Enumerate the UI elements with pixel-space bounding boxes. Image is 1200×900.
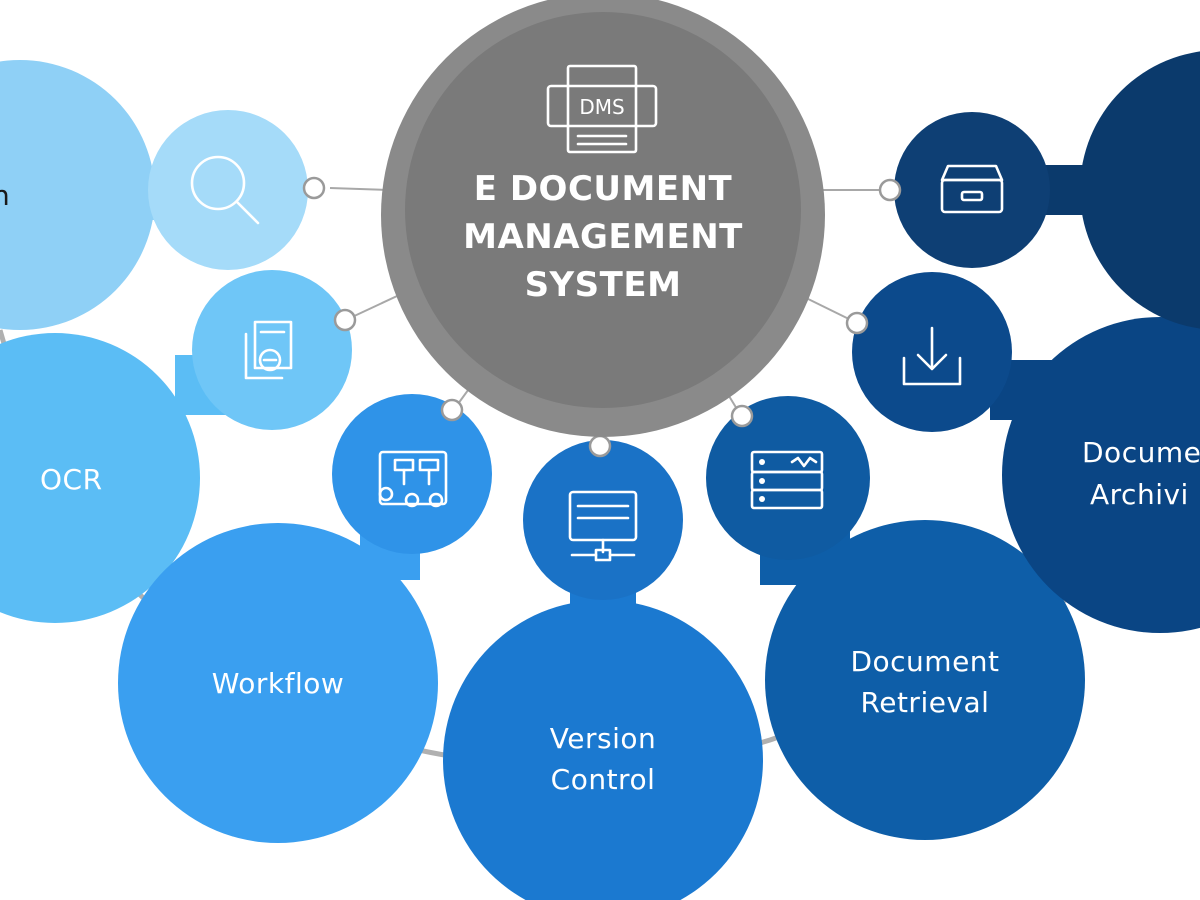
- node-version-control: Version Control: [443, 434, 763, 900]
- hub-title-line2: MANAGEMENT: [463, 217, 743, 257]
- database-icon: [750, 450, 824, 510]
- version-control-icon-bubble: [523, 440, 683, 600]
- search-main-bubble: [0, 60, 155, 330]
- workflow-main-bubble: [118, 523, 438, 843]
- ocr-main-bubble: [0, 333, 200, 623]
- search-icon: [190, 155, 260, 225]
- node-search: h: [0, 60, 326, 330]
- document-retrieval-label-line2: Retrieval: [861, 686, 990, 719]
- node-workflow: Workflow: [118, 394, 492, 843]
- node-ocr: OCR: [0, 270, 357, 623]
- workflow-icon-bubble: [332, 394, 492, 554]
- ocr-document-icon: [244, 320, 293, 380]
- dms-document-icon: DMS: [546, 64, 658, 154]
- download-icon: [902, 326, 962, 386]
- document-archiving-label-line1: Docume: [1082, 436, 1200, 469]
- workflow-label: Workflow: [212, 667, 345, 700]
- hub-inner-circle: [405, 12, 801, 408]
- document-retrieval-main-bubble: [765, 520, 1085, 840]
- version-control-label-line1: Version: [550, 722, 656, 755]
- hub: DMS E DOCUMENT MANAGEMENT SYSTEM: [381, 0, 825, 437]
- node-document-retrieval: Document Retrieval: [706, 396, 1085, 840]
- version-control-label-line2: Control: [551, 763, 656, 796]
- server-icon: [568, 490, 638, 562]
- node-document-archiving: Docume Archivi: [845, 272, 1200, 633]
- storage-main-bubble: [1080, 51, 1200, 329]
- ocr-label: OCR: [40, 463, 103, 496]
- search-partial-label: h: [0, 179, 10, 212]
- document-retrieval-icon-bubble: [706, 396, 870, 560]
- version-control-main-bubble: [443, 600, 763, 900]
- search-icon-bubble: [148, 110, 308, 270]
- hub-title-line3: SYSTEM: [525, 265, 682, 305]
- storage-icon-bubble: [894, 112, 1050, 268]
- archive-drawer-icon: [940, 164, 1004, 214]
- dms-badge-text: DMS: [579, 95, 624, 119]
- workflow-icon: [378, 450, 448, 508]
- document-archiving-label-line2: Archivi: [1090, 478, 1189, 511]
- node-storage: [878, 51, 1200, 329]
- hub-title-line1: E DOCUMENT: [474, 169, 733, 209]
- document-retrieval-label-line1: Document: [850, 645, 999, 678]
